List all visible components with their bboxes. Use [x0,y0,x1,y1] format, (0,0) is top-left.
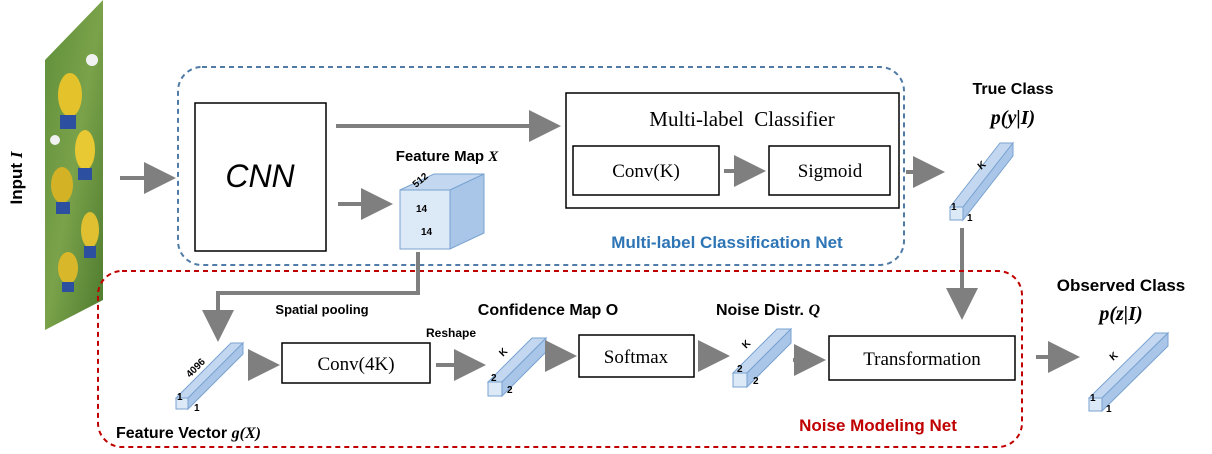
spatial-pooling-arrow [202,252,420,342]
multilabel-net-label: Multi-label Classification Net [611,233,843,252]
feature-map-cube [399,173,485,250]
transformation-label: Transformation [863,349,981,370]
confidence-map-dim1-label: 2 [491,373,497,384]
conv4k-box [281,342,431,384]
noise-distr-label: Noise Distr. Q [716,302,820,319]
observed-class-vector [1087,331,1170,413]
input-image [45,0,103,330]
softmax-label: Softmax [604,347,669,368]
conv-k-label: Conv(K) [612,161,680,182]
feature-vector-dim1-label: 1 [177,392,183,403]
feature-vector-label: Feature Vector g(X) [116,425,261,442]
confidence-map-k-label: K [497,346,510,359]
true-class-vector [948,141,1015,222]
classifier-title: Multi-label Classifier [649,107,834,131]
sigmoid-label: Sigmoid [798,161,863,182]
confidence-map [486,336,548,398]
reshape-label: Reshape [426,326,476,340]
feature-vector-dim2-label: 1 [194,403,200,414]
observed-class-dim2-label: 1 [1106,404,1112,415]
feature-vector [174,341,245,411]
true-class-formula: p(y|I) [989,107,1035,129]
observed-class-dim1-label: 1 [1090,393,1096,404]
feature-map-width-label: 14 [421,227,433,238]
softmax-box [578,334,695,378]
confidence-map-label: Confidence Map O [478,302,618,319]
observed-class-label: Observed Class [1057,276,1186,295]
transformation-box [828,335,1016,381]
confidence-map-dim2-label: 2 [507,385,513,396]
feature-map-height-label: 14 [416,204,428,215]
sigmoid-box [768,145,891,196]
conv4k-label: Conv(4K) [317,354,394,375]
noise-distr-k-label: K [740,338,753,351]
true-class-dim2-label: 1 [967,213,973,224]
noise-net-label: Noise Modeling Net [799,416,957,435]
cnn-label: CNN [225,158,295,194]
cnn-box [194,102,327,252]
noise-distr-dim1-label: 2 [737,364,743,375]
input-label: Input I [7,150,26,204]
conv-k-box [572,145,720,196]
observed-class-k-label: K [1108,350,1121,364]
noise-distribution [731,327,793,389]
true-class-label: True Class [973,81,1054,98]
multilabel-net-container [177,66,905,266]
observed-class-formula: p(z|I) [1097,303,1142,325]
spatial-pooling-label: Spatial pooling [275,302,368,317]
noise-net-container [97,270,1023,448]
noise-distr-dim2-label: 2 [753,376,759,387]
feature-map-label: Feature Map X [396,148,500,165]
true-class-dim1-label: 1 [951,202,957,213]
